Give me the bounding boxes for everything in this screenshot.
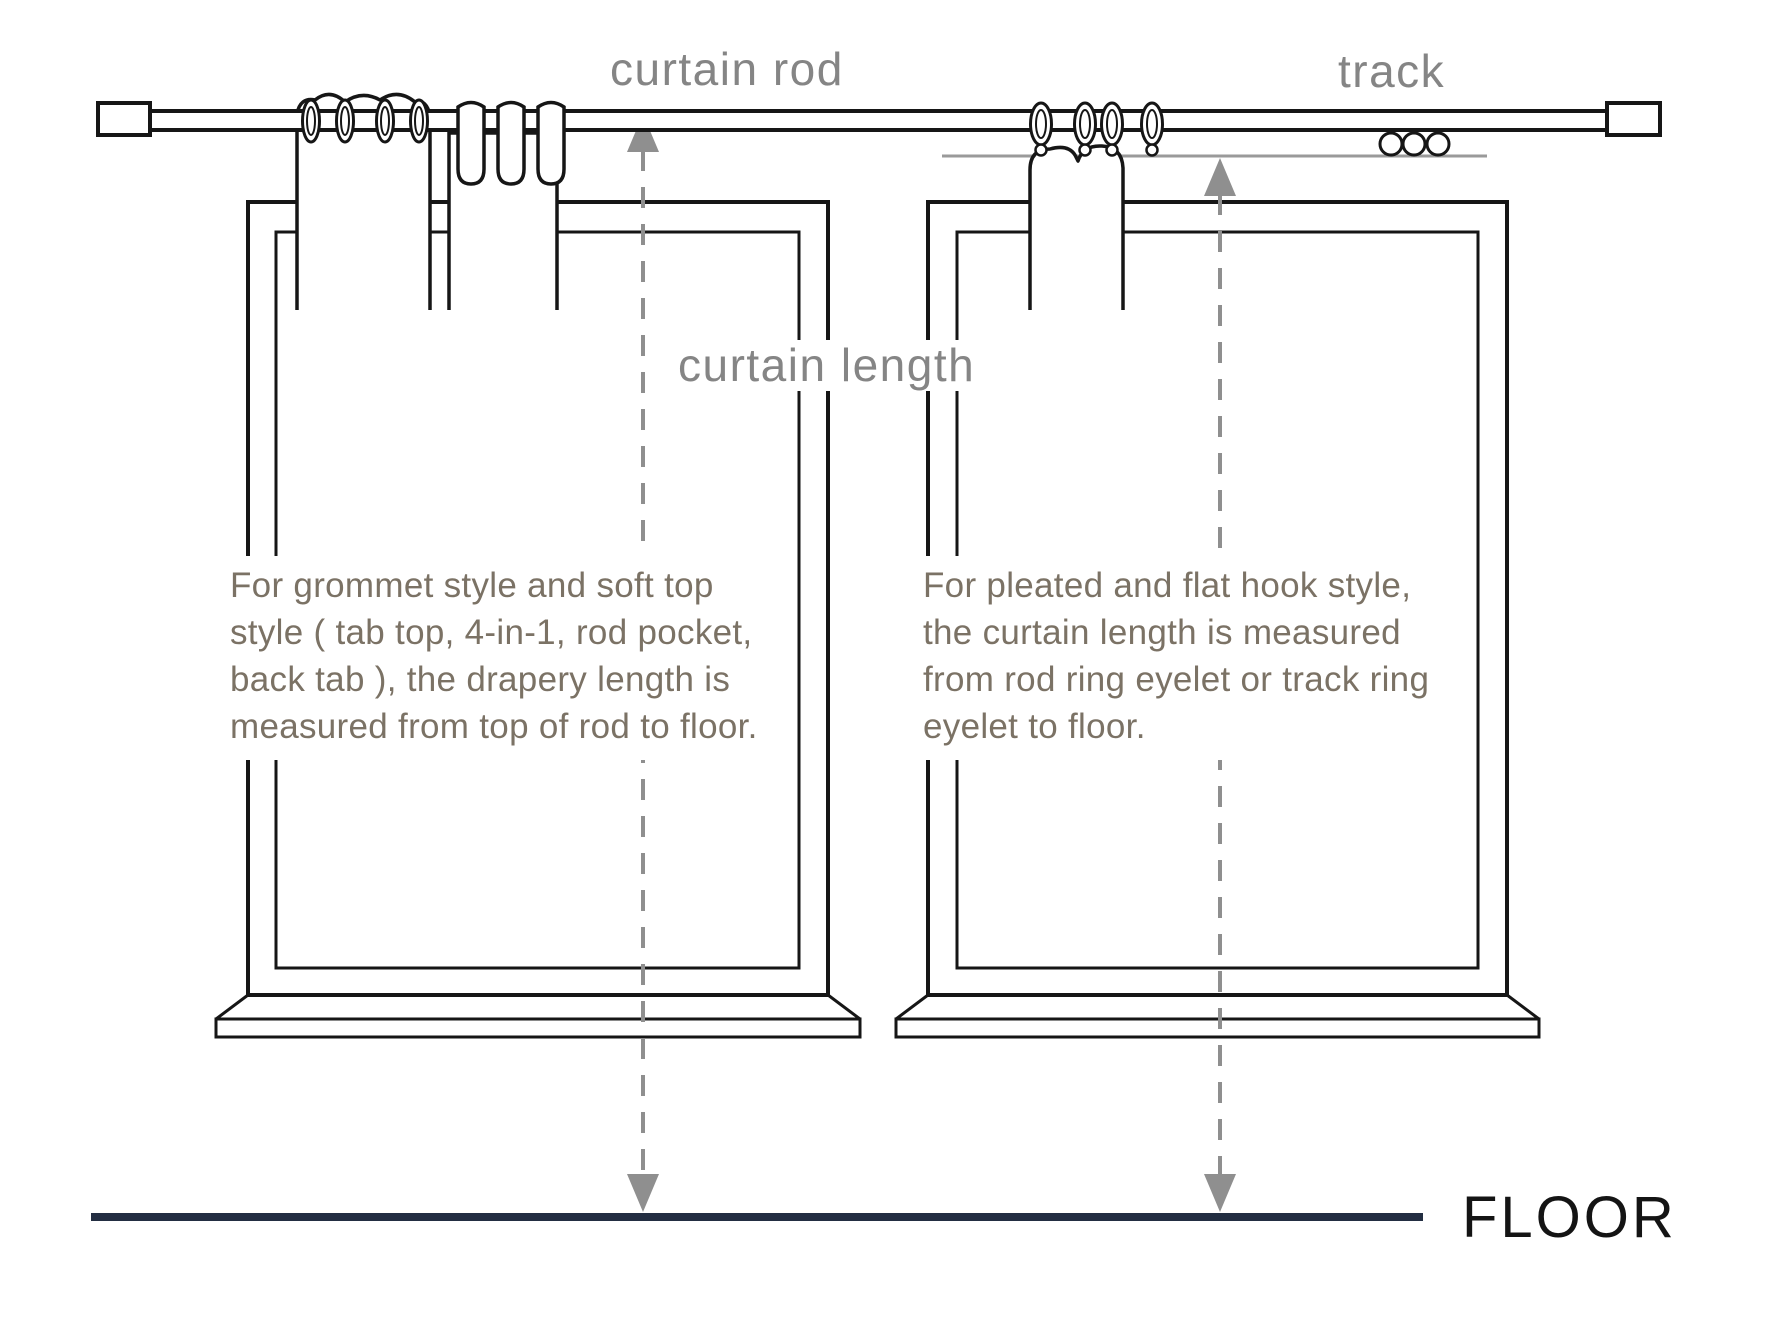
note-line: the curtain length is measured	[923, 613, 1401, 652]
floor-line	[91, 1213, 1423, 1221]
note-line: style ( tab top, 4-in-1, rod pocket,	[230, 613, 753, 652]
note-line: measured from top of rod to floor.	[230, 707, 758, 746]
right-finial	[1605, 101, 1662, 137]
pleated-style-note: For pleated and flat hook style, the cur…	[921, 556, 1444, 760]
up-arrow-icon	[627, 114, 659, 152]
note-line: eyelet to floor.	[923, 707, 1146, 746]
grommet-style-note: For grommet style and soft top style ( t…	[228, 556, 772, 760]
note-line: For pleated and flat hook style,	[923, 566, 1412, 605]
rod-rings-with-eyelets	[1029, 101, 1164, 157]
tab-loops	[456, 100, 566, 186]
left-measure-arrow	[627, 114, 659, 1212]
left-finial	[96, 101, 152, 137]
track-gliders	[1378, 131, 1451, 157]
down-arrow-icon	[1204, 1174, 1236, 1212]
up-arrow-icon	[1204, 158, 1236, 196]
note-line: back tab ), the drapery length is	[230, 660, 731, 699]
grommet-rings	[301, 98, 429, 144]
note-line: from rod ring eyelet or track ring	[923, 660, 1430, 699]
note-line: For grommet style and soft top	[230, 566, 714, 605]
curtain-rod-label: curtain rod	[600, 44, 854, 95]
pleated-curtain-panel	[1028, 144, 1125, 310]
track-label: track	[1328, 46, 1456, 97]
left-window-sill	[214, 1017, 862, 1039]
curtain-length-label: curtain length	[668, 340, 986, 391]
right-window-sill	[894, 1017, 1541, 1039]
down-arrow-icon	[627, 1174, 659, 1212]
floor-label: FLOOR	[1462, 1185, 1677, 1250]
